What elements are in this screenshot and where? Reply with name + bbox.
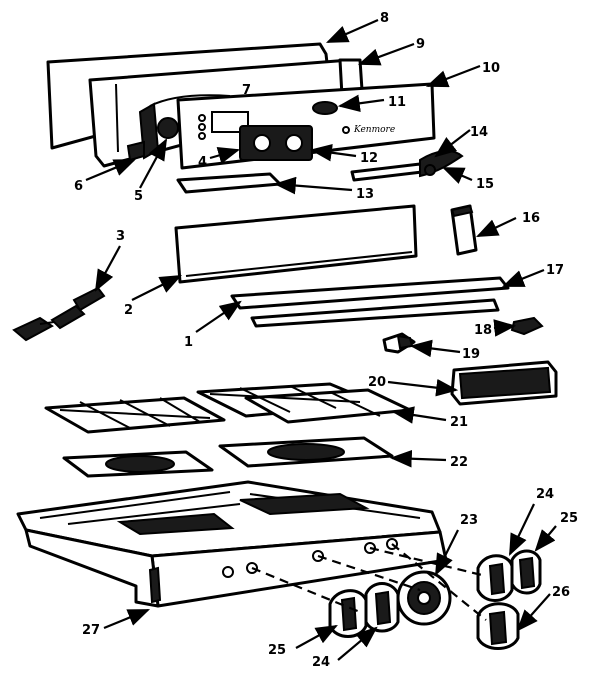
callout-7: 7	[242, 83, 251, 98]
callout-labels: 8 9 10 11 12 13 14 15 16 17 18 19 20 21 …	[74, 11, 578, 670]
callout-10: 10	[482, 61, 500, 76]
part-26-knob	[476, 602, 520, 650]
callout-24-right: 24	[536, 487, 554, 502]
callout-17: 17	[546, 263, 564, 278]
part-18-clip	[510, 316, 544, 336]
callout-8: 8	[380, 11, 389, 26]
part-24-25-knobs-right	[476, 549, 542, 602]
callout-14: 14	[470, 125, 488, 140]
callout-19: 19	[462, 347, 480, 362]
part-11-indicator	[312, 101, 338, 115]
part-3-power-cord	[12, 286, 106, 342]
part-22-burner-bowls	[62, 436, 394, 478]
callout-3: 3	[116, 229, 125, 244]
callout-27: 27	[82, 623, 100, 638]
part-7-wire	[149, 94, 231, 107]
callout-23: 23	[460, 513, 478, 528]
part-2-manifold-panel	[174, 204, 418, 284]
callout-6: 6	[74, 179, 83, 194]
callout-5: 5	[134, 189, 143, 204]
part-12-clock-timer	[239, 125, 313, 161]
callout-11: 11	[388, 95, 406, 110]
part-5-switch-knob	[157, 117, 179, 139]
knob-alignment-lines	[251, 543, 487, 621]
part-20-drip-tray	[450, 360, 558, 406]
callout-18: 18	[474, 323, 492, 338]
callout-4: 4	[198, 155, 207, 170]
callout-12: 12	[360, 151, 378, 166]
callout-21: 21	[450, 415, 468, 430]
callout-13: 13	[356, 187, 374, 202]
part-27-main-top	[16, 480, 448, 608]
callout-22: 22	[450, 455, 468, 470]
part-21-grates	[44, 382, 412, 434]
callout-15: 15	[476, 177, 494, 192]
callout-2: 2	[124, 303, 133, 318]
callout-26: 26	[552, 585, 570, 600]
leader-lines	[85, 18, 557, 661]
callout-1: 1	[184, 335, 193, 350]
callout-25-left: 25	[268, 643, 286, 658]
part-1-17-rails	[230, 276, 510, 328]
callout-24-left: 24	[312, 655, 330, 670]
part-24-25-knobs-left	[328, 582, 400, 638]
part-19-valve	[382, 332, 416, 354]
part-23-center-knob	[396, 570, 452, 626]
callout-9: 9	[416, 37, 425, 52]
callout-20: 20	[368, 375, 386, 390]
brand-label: Kenmore	[353, 125, 395, 135]
part-16-block	[450, 204, 478, 256]
callout-25-right: 25	[560, 511, 578, 526]
callout-16: 16	[522, 211, 540, 226]
part-13-trim-strip	[176, 172, 282, 194]
